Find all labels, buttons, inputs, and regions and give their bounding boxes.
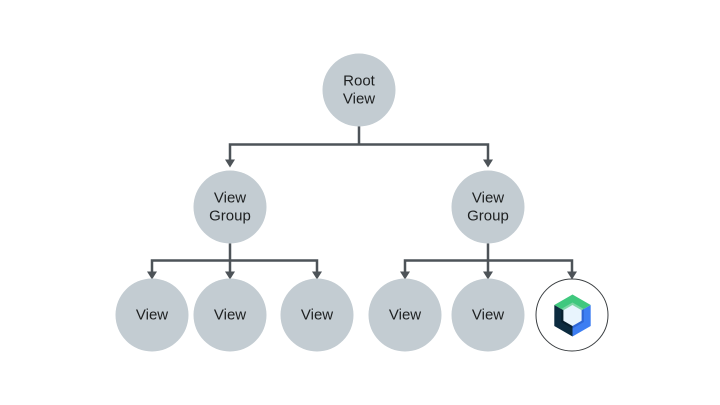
node-label: View [471, 306, 505, 323]
node-view-group-right: View Group [451, 170, 525, 244]
node-view-left-1: View [115, 278, 189, 352]
node-view-right-1: View [368, 278, 442, 352]
node-label: View [388, 306, 422, 323]
node-label: Group [209, 207, 251, 224]
node-view-right-2: View [451, 278, 525, 352]
node-view-left-3: View [280, 278, 354, 352]
node-label: Group [467, 207, 509, 224]
connector-root-to-groups [225, 126, 493, 168]
node-label: View [213, 306, 247, 323]
connector-left-group-to-views [147, 243, 322, 280]
node-label: View [300, 306, 334, 323]
node-label: View [342, 90, 376, 107]
node-label: View [135, 306, 169, 323]
connector-line [150, 259, 319, 272]
logo-inner-hexagon [562, 304, 582, 326]
node-label: Root [343, 72, 375, 89]
node-view-left-2: View [193, 278, 267, 352]
arrowhead-icon [225, 159, 235, 168]
arrowhead-icon [483, 159, 493, 168]
jetpack-compose-logo-icon [553, 294, 591, 336]
node-label: View [213, 189, 247, 206]
connector-line [228, 143, 490, 160]
node-root-view: Root View [322, 53, 396, 127]
node-view-group-left: View Group [193, 170, 267, 244]
connector-right-group-to-views [400, 243, 577, 280]
connector-line [403, 259, 574, 272]
node-label: View [471, 189, 505, 206]
node-compose [535, 278, 609, 352]
